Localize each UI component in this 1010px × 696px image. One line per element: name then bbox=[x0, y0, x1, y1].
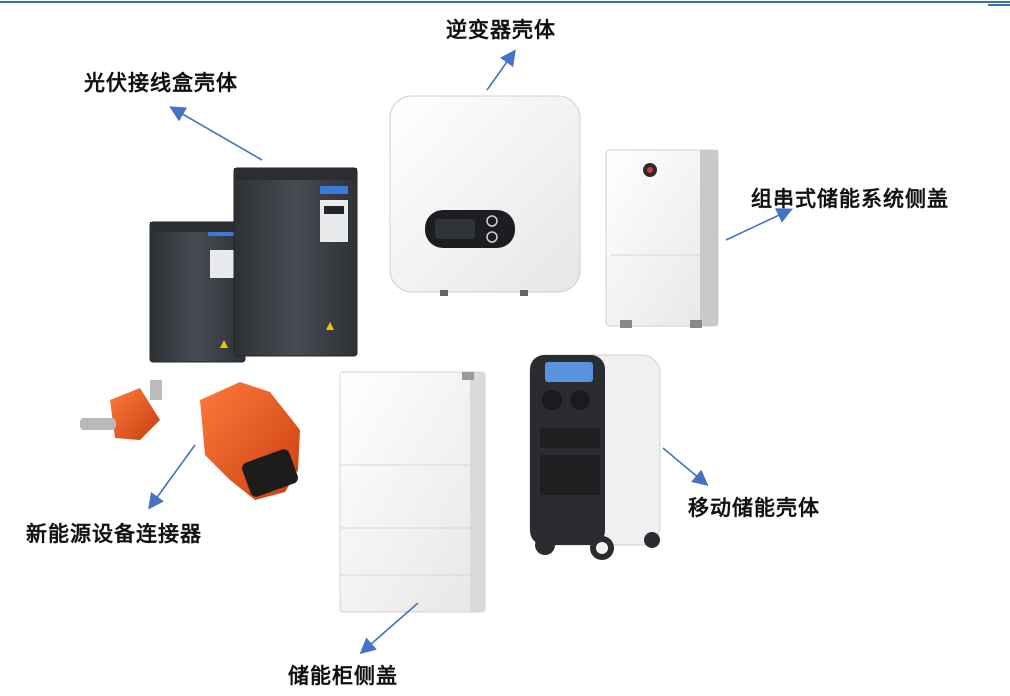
battery-module-icon bbox=[339, 371, 486, 613]
label-string-storage-side-cover: 组串式储能系统侧盖 bbox=[751, 186, 949, 211]
top-rule bbox=[0, 1, 1010, 3]
connector-icon bbox=[80, 380, 300, 500]
battery-module-icon bbox=[605, 149, 719, 328]
corner-mark bbox=[988, 0, 1010, 6]
arrow-icon bbox=[148, 49, 793, 655]
label-inverter-housing: 逆变器壳体 bbox=[446, 17, 556, 42]
label-ev-connector: 新能源设备连接器 bbox=[26, 521, 202, 546]
portable-power-station-icon bbox=[529, 354, 661, 560]
variable-frequency-drive-icon bbox=[149, 167, 358, 363]
label-pv-junction-box-housing: 光伏接线盒壳体 bbox=[84, 70, 238, 95]
inverter-icon bbox=[389, 95, 581, 296]
label-portable-storage-housing: 移动储能壳体 bbox=[688, 495, 820, 520]
label-storage-cabinet-side-cover: 储能柜侧盖 bbox=[288, 663, 398, 688]
